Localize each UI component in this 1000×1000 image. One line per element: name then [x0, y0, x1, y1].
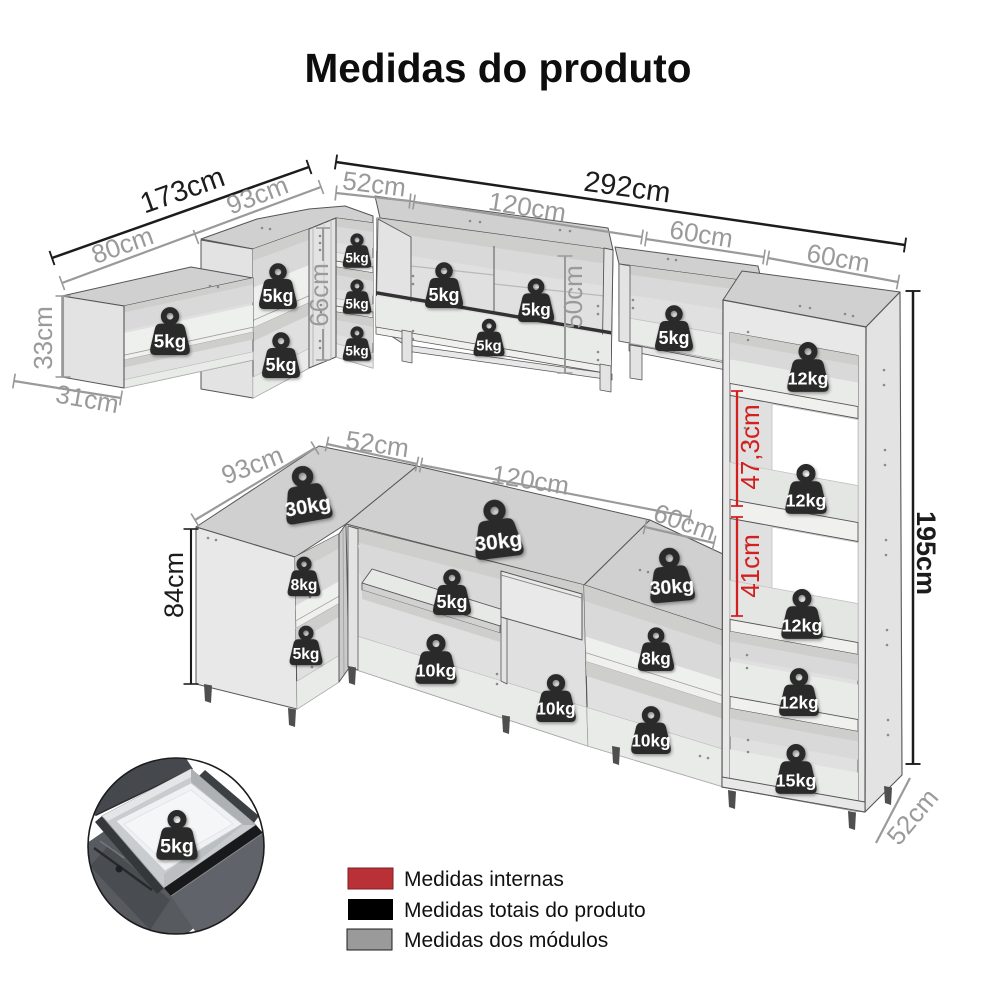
svg-text:10kg: 10kg: [416, 660, 457, 680]
svg-text:5kg: 5kg: [436, 592, 467, 612]
svg-text:10kg: 10kg: [631, 731, 670, 751]
svg-text:Medidas internas: Medidas internas: [404, 868, 564, 891]
svg-text:5kg: 5kg: [154, 331, 186, 352]
svg-text:5kg: 5kg: [160, 835, 194, 857]
svg-text:5kg: 5kg: [476, 338, 501, 354]
svg-text:Medidas totais do produto: Medidas totais do produto: [404, 899, 646, 922]
svg-text:12kg: 12kg: [782, 615, 823, 635]
svg-text:5kg: 5kg: [521, 299, 551, 319]
svg-text:5kg: 5kg: [428, 285, 459, 305]
svg-text:Medidas dos módulos: Medidas dos módulos: [404, 929, 608, 952]
svg-text:12kg: 12kg: [788, 368, 829, 388]
svg-text:Medidas do produto: Medidas do produto: [305, 45, 692, 91]
svg-text:5kg: 5kg: [293, 646, 320, 663]
svg-text:5kg: 5kg: [262, 286, 293, 306]
svg-text:12kg: 12kg: [786, 490, 827, 510]
svg-text:15kg: 15kg: [776, 770, 817, 790]
svg-text:66cm: 66cm: [304, 263, 334, 327]
svg-text:5kg: 5kg: [658, 328, 689, 348]
svg-text:5kg: 5kg: [345, 344, 368, 359]
svg-text:8kg: 8kg: [291, 577, 318, 594]
svg-text:30kg: 30kg: [649, 575, 695, 601]
svg-text:84cm: 84cm: [159, 552, 189, 618]
svg-text:50cm: 50cm: [558, 265, 588, 329]
svg-text:47,3cm: 47,3cm: [735, 404, 765, 489]
svg-text:8kg: 8kg: [641, 648, 671, 668]
svg-text:5kg: 5kg: [345, 297, 368, 312]
svg-text:33cm: 33cm: [28, 306, 58, 370]
svg-text:5kg: 5kg: [345, 251, 368, 266]
svg-text:41cm: 41cm: [735, 534, 765, 598]
svg-text:195cm: 195cm: [911, 511, 941, 595]
svg-text:5kg: 5kg: [265, 355, 296, 375]
svg-text:12kg: 12kg: [779, 693, 818, 713]
svg-text:10kg: 10kg: [536, 699, 575, 719]
